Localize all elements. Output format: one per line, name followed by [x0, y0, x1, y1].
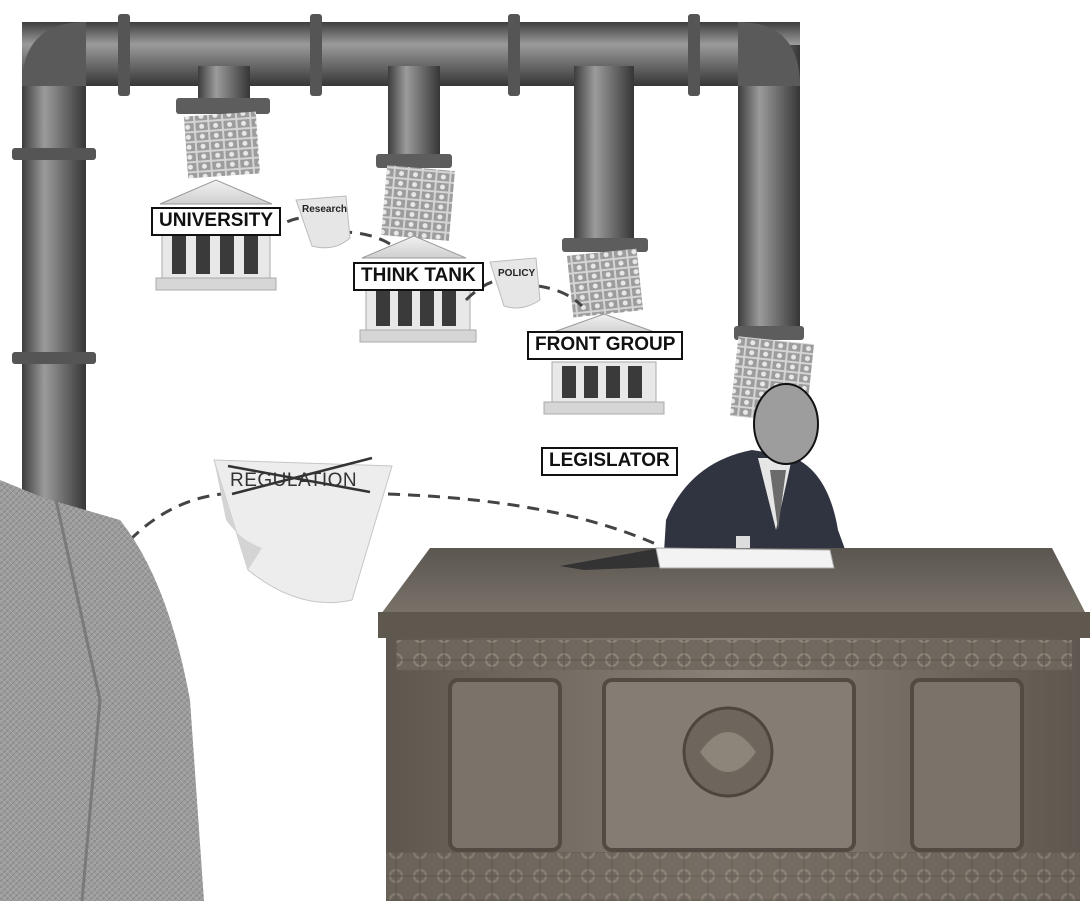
legislator-label: LEGISLATOR [541, 447, 678, 476]
document-icon [213, 195, 541, 604]
university-label: UNIVERSITY [151, 207, 282, 236]
money-stack-icon [183, 111, 814, 424]
person-icon [0, 480, 204, 901]
desk-icon [378, 547, 1090, 901]
front-group-label: FRONT GROUP [527, 331, 684, 360]
institution-building-icon [155, 179, 665, 415]
policy-note: POLICY [498, 268, 536, 279]
think-tank-label: THINK TANK [353, 262, 484, 291]
regulation-strikethrough [227, 456, 373, 496]
legislator-figure [664, 383, 846, 552]
research-note: Research [302, 204, 348, 215]
regulation-note: REGULATION [230, 470, 358, 491]
